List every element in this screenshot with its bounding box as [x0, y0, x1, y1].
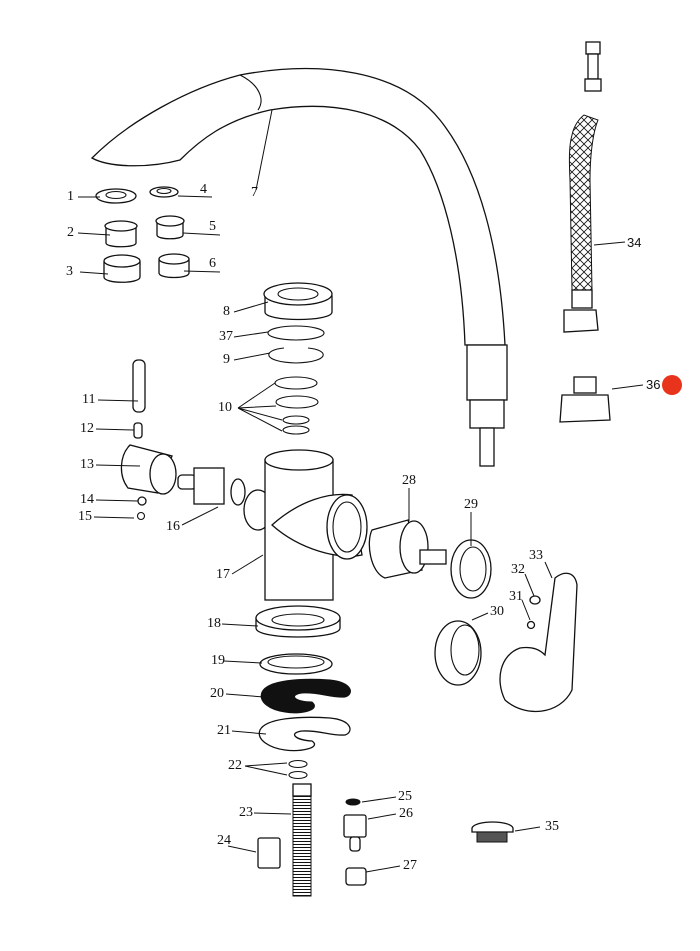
- part-25-washer: [345, 798, 361, 806]
- label-part-34: 34: [627, 235, 642, 250]
- label-part-23: 23: [239, 805, 253, 820]
- part-36-adapter: [559, 376, 611, 423]
- label-part-13: 13: [80, 457, 94, 472]
- part-28-cartridge: [368, 519, 447, 579]
- label-part-5: 5: [209, 219, 216, 234]
- highlight-marker[interactable]: [662, 375, 682, 395]
- label-part-10: 10: [218, 400, 232, 415]
- part-31-screw: [526, 620, 536, 630]
- part-10-orings: [274, 376, 319, 435]
- label-part-19: 19: [211, 653, 225, 668]
- part-6-aerator-housing: [158, 253, 190, 279]
- part-5-aerator: [155, 215, 185, 240]
- label-part-6: 6: [209, 256, 216, 271]
- label-part-24: 24: [217, 833, 231, 848]
- part-18-base-ring: [255, 605, 341, 638]
- part-22-orings: [288, 759, 308, 780]
- label-part-25: 25: [398, 789, 412, 804]
- part-26-fitting: [343, 814, 367, 852]
- part-3-aerator-housing: [103, 254, 141, 283]
- label-part-37: 37: [219, 329, 233, 344]
- label-part-11: 11: [82, 392, 96, 407]
- part-24-hex-nut: [257, 837, 281, 869]
- label-part-14: 14: [80, 492, 94, 507]
- part-23-threaded-rod: [292, 783, 312, 897]
- part-15-clip: [136, 511, 146, 521]
- part-1-washer: [95, 188, 137, 204]
- label-part-21: 21: [217, 723, 231, 738]
- label-part-33: 33: [529, 548, 543, 563]
- label-part-8: 8: [223, 304, 230, 319]
- part-9-clip: [268, 347, 324, 364]
- label-part-27: 27: [403, 858, 417, 873]
- part-20-plate: [260, 678, 351, 714]
- label-part-17: 17: [216, 567, 230, 582]
- part-30-cover: [434, 620, 482, 686]
- label-part-35: 35: [545, 819, 559, 834]
- part-12-pin: [133, 422, 143, 439]
- label-part-26: 26: [399, 806, 413, 821]
- label-part-7: 7: [251, 185, 258, 200]
- label-part-20: 20: [210, 686, 224, 701]
- part-21-plate: [258, 716, 351, 752]
- label-part-18: 18: [207, 616, 221, 631]
- part-4-washer: [149, 186, 179, 198]
- part-2-aerator: [104, 220, 138, 248]
- label-part-9: 9: [223, 352, 230, 367]
- label-part-3: 3: [66, 264, 73, 279]
- part-34-hose: [563, 41, 602, 333]
- part-14-screw: [137, 496, 147, 506]
- label-part-32: 32: [511, 562, 525, 577]
- label-part-4: 4: [200, 182, 207, 197]
- label-part-31: 31: [509, 589, 523, 604]
- part-32-cap: [529, 595, 541, 605]
- label-part-2: 2: [67, 225, 74, 240]
- part-7-spout: [90, 68, 508, 467]
- label-part-29: 29: [464, 497, 478, 512]
- leader-lines: [77, 109, 644, 873]
- label-part-15: 15: [78, 509, 92, 524]
- part-35-cap: [471, 821, 514, 843]
- part-17-body: [243, 449, 368, 601]
- label-part-22: 22: [228, 758, 242, 773]
- part-33-handle: [499, 572, 578, 713]
- part-29-ring: [450, 539, 492, 599]
- label-part-16: 16: [166, 519, 180, 534]
- part-19-gasket: [259, 653, 333, 675]
- part-11-pin: [132, 359, 146, 413]
- label-part-12: 12: [80, 421, 94, 436]
- part-27-hex-nut: [345, 867, 367, 886]
- label-part-28: 28: [402, 473, 416, 488]
- label-part-36: 36: [646, 377, 661, 392]
- part-16-cartridge: [177, 467, 246, 506]
- part-8-nut: [263, 282, 333, 321]
- label-part-30: 30: [490, 604, 504, 619]
- label-part-1: 1: [67, 189, 74, 204]
- part-13-sleeve: [120, 444, 177, 495]
- part-37-ring: [267, 325, 325, 341]
